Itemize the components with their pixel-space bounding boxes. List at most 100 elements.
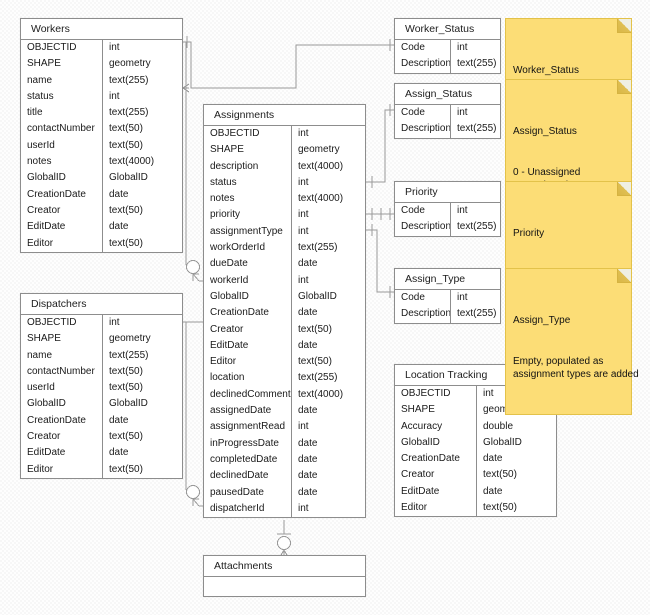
- field-type: int: [457, 292, 468, 303]
- field-name: OBJECTID: [21, 315, 103, 332]
- field-type: int: [109, 42, 120, 53]
- note-title: Assign_Status: [513, 125, 577, 137]
- field-type: GlobalID: [483, 436, 522, 448]
- field-name: OBJECTID: [395, 386, 477, 403]
- field-name: description: [204, 158, 292, 175]
- entity-title: Dispatchers: [21, 294, 182, 315]
- field-name: GlobalID: [395, 434, 477, 452]
- entity-title: Priority: [395, 182, 500, 203]
- field-type: text(255): [109, 107, 149, 119]
- field-name: assignmentType: [204, 223, 292, 241]
- field-type: int: [298, 176, 309, 188]
- entity-title: Assign_Status: [395, 84, 500, 105]
- field-name: title: [21, 105, 103, 122]
- field-name: declinedDate: [204, 468, 292, 485]
- entity-attachments[interactable]: Attachments: [203, 555, 366, 597]
- field-type: int: [109, 317, 120, 328]
- field-type: GlobalID: [109, 398, 148, 410]
- field-type: date: [109, 188, 129, 200]
- field-name: GlobalID: [204, 288, 292, 306]
- field-type: date: [483, 485, 503, 497]
- field-type: text(255): [109, 349, 149, 361]
- field-name: Creator: [204, 321, 292, 338]
- field-type: date: [298, 486, 318, 498]
- field-name: dueDate: [204, 256, 292, 273]
- field-name: Editor: [204, 354, 292, 371]
- field-type: text(4000): [109, 156, 155, 168]
- field-type: date: [298, 437, 318, 449]
- field-name: CreationDate: [395, 451, 477, 468]
- field-type: date: [109, 221, 129, 233]
- field-type: text(4000): [298, 193, 344, 205]
- field-name: Code: [395, 105, 451, 122]
- note-title: Worker_Status: [513, 64, 579, 76]
- field-type: double: [483, 420, 514, 432]
- field-name: Accuracy: [395, 418, 477, 435]
- field-type: geometry: [109, 58, 151, 70]
- field-type: text(255): [457, 308, 497, 320]
- field-type: text(50): [109, 237, 143, 249]
- entity-fields: [204, 577, 365, 596]
- field-type: int: [298, 502, 309, 514]
- note-fold-icon: [617, 269, 631, 283]
- field-type: text(50): [109, 123, 143, 135]
- note-line: assignment types are added: [513, 369, 639, 381]
- table-row: GlobalID GlobalID: [395, 434, 556, 452]
- table-row: OBJECTID int: [21, 315, 182, 332]
- field-type: int: [109, 90, 120, 102]
- field-name: Code: [395, 203, 451, 220]
- field-name: notes: [21, 154, 103, 171]
- entity-title: Attachments: [204, 556, 365, 577]
- field-name: workerId: [204, 272, 292, 289]
- entity-title: Workers: [21, 19, 182, 40]
- table-row: CreationDate date: [21, 412, 182, 430]
- note-fold-icon: [617, 80, 631, 94]
- field-type: date: [109, 414, 129, 426]
- field-name: CreationDate: [21, 412, 103, 430]
- entity-title: Assign_Type: [395, 269, 500, 290]
- field-type: text(50): [109, 382, 143, 394]
- field-type: int: [298, 225, 309, 237]
- field-name: SHAPE: [204, 142, 292, 159]
- field-name: assignedDate: [204, 403, 292, 420]
- field-name: notes: [204, 191, 292, 208]
- field-type: date: [298, 307, 318, 319]
